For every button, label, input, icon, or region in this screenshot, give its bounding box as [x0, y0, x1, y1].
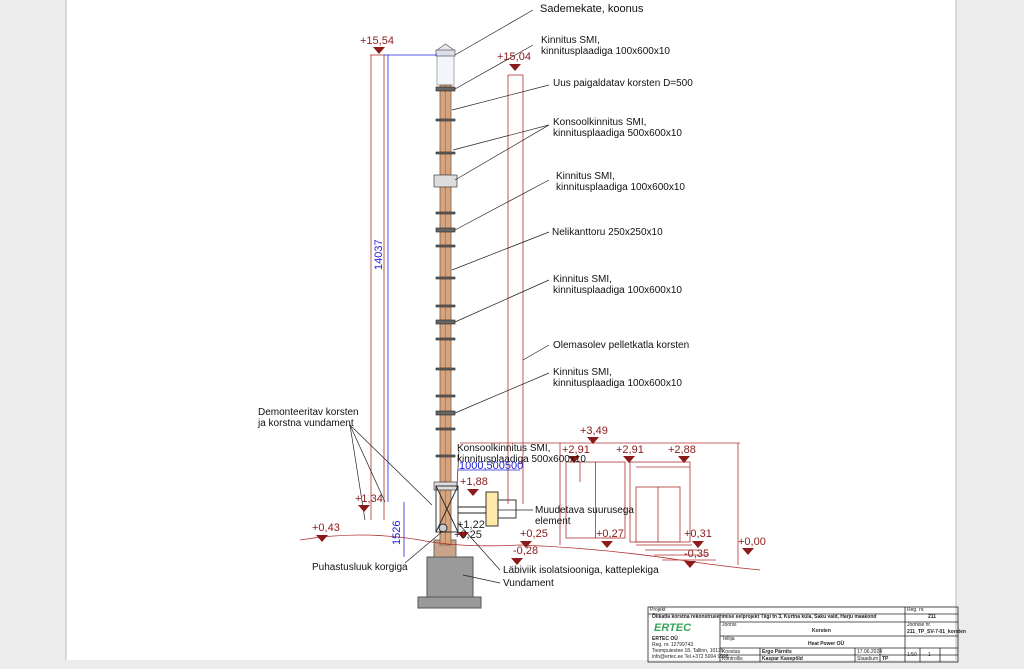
elevation-2-88: +2,88 [668, 444, 696, 456]
tb-company-reg: Reg. nr. 12799743 [652, 642, 694, 648]
dimension-height-total: 14037 [373, 239, 385, 270]
tb-reg-label: Reg. nr. [907, 607, 925, 613]
title-block-frame [647, 606, 959, 663]
label-demonteeritav: Demonteeritav korsten ja korstna vundame… [258, 407, 359, 429]
tb-sheet-label: Joonis [722, 622, 737, 628]
tb-stage: TP [882, 656, 889, 662]
label-kinnitus-4: Kinnitus SMI, kinnitusplaadiga 100x600x1… [553, 367, 682, 389]
tb-role-1: Koostas [722, 649, 741, 655]
dimension-offsets: 1000,500500 [459, 460, 524, 472]
leader-lines [349, 9, 550, 584]
tb-person-1: Ergo Pärnits [762, 649, 792, 655]
elevation-0-25-b: +0,25 [520, 528, 548, 540]
tb-project: Õlikatla korstna rekonstrueerimise eelpr… [652, 614, 877, 620]
elevation-minus-0-28: -0,28 [513, 545, 539, 557]
tb-project-label: Projekt [650, 607, 666, 613]
label-kinnitus-3: Kinnitus SMI, kinnitusplaadiga 100x600x1… [553, 274, 682, 296]
tb-person-2: Kaspar Kasepõld [762, 656, 803, 662]
label-konsool-bottom: Konsoolkinnitus SMI, kinnitusplaadiga 50… [457, 443, 586, 465]
tb-client: Heat Power OÜ [808, 641, 845, 647]
label-muudetava: Muudetava suurusega element [535, 505, 634, 527]
label-konsool-top: Konsoolkinnitus SMI, kinnitusplaadiga 50… [553, 117, 682, 139]
elevation-2-91-b: +2,91 [616, 444, 644, 456]
tb-scale: 1:50 [907, 652, 917, 658]
label-labiviik: Läbiviik isolatsiooniga, katteplekiga [503, 565, 659, 576]
tb-stage-label: Staadium [857, 656, 879, 662]
elevation-0-00: +0,00 [738, 536, 766, 548]
label-olemasolev: Olemasolev pelletkatla korsten [553, 340, 690, 351]
label-kinnitus-2: Kinnitus SMI, kinnitusplaadiga 100x600x1… [556, 171, 685, 193]
elevation-0-43: +0,43 [312, 522, 340, 534]
elevation-0-25-a: +0,25 [454, 529, 482, 541]
tb-date: 17.06.2024 [857, 649, 883, 655]
drawing-sheet [66, 0, 956, 660]
elevation-minus-0-35: -0,35 [684, 548, 710, 560]
elevation-1-22: +1,22 [457, 519, 485, 531]
lower-console [435, 485, 517, 533]
elevation-15-54: +15,54 [360, 35, 394, 47]
foundation [417, 539, 482, 609]
existing-chimney [370, 54, 524, 520]
elevation-1-34: +1,34 [355, 493, 383, 505]
elevation-3-49: +3,49 [580, 425, 608, 437]
tb-company-contact: info@ertec.ee Tel.+372 5004 9998 [652, 654, 729, 660]
elevation-0-31: +0,31 [684, 528, 712, 540]
elevation-1-88: +1,88 [460, 476, 488, 488]
company-logo: ERTEC [654, 622, 692, 634]
dimension-height-base: 1526 [391, 520, 403, 545]
tb-drawing-no-label: Joonise nr. [907, 622, 932, 628]
label-uus-korsten: Uus paigaldatav korsten D=500 [553, 78, 693, 89]
elevation-0-27: +0,27 [596, 528, 624, 540]
elevation-markers [316, 47, 754, 568]
new-chimney [435, 43, 456, 546]
elevation-15-04: +15,04 [497, 51, 531, 63]
label-kinnitus-top: Kinnitus SMI, kinnitusplaadiga 100x600x1… [541, 35, 670, 57]
tb-client-label: Tellija [722, 636, 735, 642]
label-nelikanttoru: Nelikanttoru 250x250x10 [552, 227, 663, 238]
tb-sheet: Korsten [812, 628, 831, 634]
tb-drawing-no: 211_TP_SV-7-01_korsten [907, 629, 966, 635]
label-puhastusluuk: Puhastusluuk korgiga [312, 562, 408, 573]
tb-reg: 211 [928, 614, 937, 620]
dimension-lines [384, 54, 520, 557]
elevation-2-91-a: +2,91 [562, 444, 590, 456]
tb-company-addr: Toompuiestee 18, Tallinn, 10135 [652, 648, 724, 654]
tb-sheet-no: 1 [928, 652, 931, 658]
label-vundament: Vundament [503, 578, 554, 589]
tb-role-2: Kontrollis [722, 656, 743, 662]
tb-company: ERTEC OÜ [652, 636, 678, 642]
label-sademekate: Sademekate, koonus [540, 3, 644, 15]
